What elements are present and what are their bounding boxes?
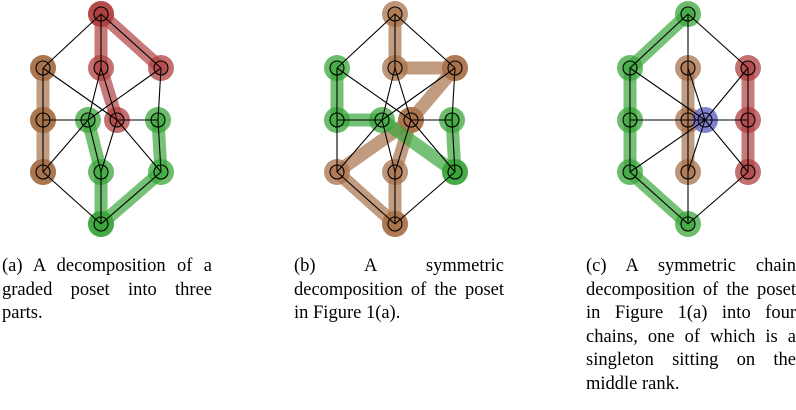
poset-edge: [381, 67, 396, 121]
poset-edge: [336, 119, 383, 173]
poset-node: [680, 60, 696, 76]
highlight-parts: [324, 1, 468, 237]
poset-edge: [629, 119, 706, 173]
poset-edge: [87, 119, 102, 173]
poset-node: [93, 164, 109, 180]
poset-node: [387, 6, 403, 22]
poset-node: [447, 60, 463, 76]
poset-node: [387, 164, 403, 180]
poset-edge: [687, 171, 749, 225]
poset-edge: [410, 119, 456, 173]
poset-node: [740, 164, 756, 180]
poset-edge: [157, 67, 162, 121]
poset-node: [680, 164, 696, 180]
poset-edge: [42, 119, 89, 173]
poset-node: [35, 164, 51, 180]
poset-edge: [687, 67, 706, 121]
poset-edge: [381, 119, 396, 173]
poset-edge: [629, 13, 689, 69]
poset-node: [329, 164, 345, 180]
poset-node: [680, 112, 696, 128]
poset-edge: [87, 67, 162, 121]
poset-edge: [42, 67, 118, 121]
poset-edge: [381, 67, 456, 121]
poset-edge: [704, 67, 749, 121]
poset-edge: [100, 67, 118, 121]
poset-edge: [704, 119, 749, 173]
poset-edge: [336, 67, 412, 121]
poset-node: [329, 60, 345, 76]
poset-node: [80, 112, 96, 128]
poset-node: [109, 112, 125, 128]
poset-nodes: [329, 6, 463, 232]
poset-edge: [336, 13, 396, 69]
diagram-c: [617, 1, 761, 237]
poset-edge: [42, 13, 102, 69]
highlight-parts: [617, 1, 761, 237]
diagram-b: [324, 1, 468, 237]
poset-edge: [687, 119, 706, 173]
caption-a: (a) A decomposition of a graded poset in…: [2, 256, 212, 323]
poset-edge: [336, 171, 396, 225]
poset-edge: [100, 13, 162, 69]
poset-node: [35, 112, 51, 128]
poset-node: [93, 216, 109, 232]
poset-node: [329, 112, 345, 128]
poset-edge: [451, 67, 456, 121]
poset-edge: [394, 67, 412, 121]
poset-edge: [394, 119, 412, 173]
poset-edge: [100, 119, 118, 173]
poset-node: [153, 60, 169, 76]
diagram-a: [30, 1, 174, 237]
poset-node: [447, 164, 463, 180]
poset-node: [153, 164, 169, 180]
poset-node: [697, 112, 713, 128]
poset-node: [150, 112, 166, 128]
poset-node: [93, 6, 109, 22]
poset-node: [740, 60, 756, 76]
poset-edge: [100, 171, 162, 225]
poset-node: [622, 60, 638, 76]
poset-node: [374, 112, 390, 128]
poset-node: [387, 216, 403, 232]
poset-node: [622, 112, 638, 128]
poset-edge: [629, 171, 689, 225]
poset-nodes: [35, 6, 169, 232]
poset-edge: [116, 119, 162, 173]
poset-nodes: [622, 6, 756, 232]
poset-node: [403, 112, 419, 128]
caption-c: (c) A symmetric chain decomposition of t…: [586, 256, 796, 394]
poset-edge: [451, 119, 456, 173]
poset-edge: [87, 67, 102, 121]
poset-node: [680, 6, 696, 22]
poset-edge: [42, 171, 102, 225]
poset-edge: [687, 13, 749, 69]
highlight-parts: [30, 1, 174, 237]
poset-node: [35, 60, 51, 76]
poset-node: [680, 216, 696, 232]
poset-node: [387, 60, 403, 76]
caption-b: (b) A symmetric decomposition of the pos…: [294, 256, 504, 323]
poset-edge: [394, 171, 456, 225]
poset-node: [93, 60, 109, 76]
poset-node: [444, 112, 460, 128]
poset-node: [622, 164, 638, 180]
poset-edge: [394, 13, 456, 69]
poset-edges: [42, 13, 162, 225]
poset-edge: [157, 119, 162, 173]
poset-edges: [629, 13, 749, 225]
poset-node: [740, 112, 756, 128]
poset-edge: [629, 67, 706, 121]
